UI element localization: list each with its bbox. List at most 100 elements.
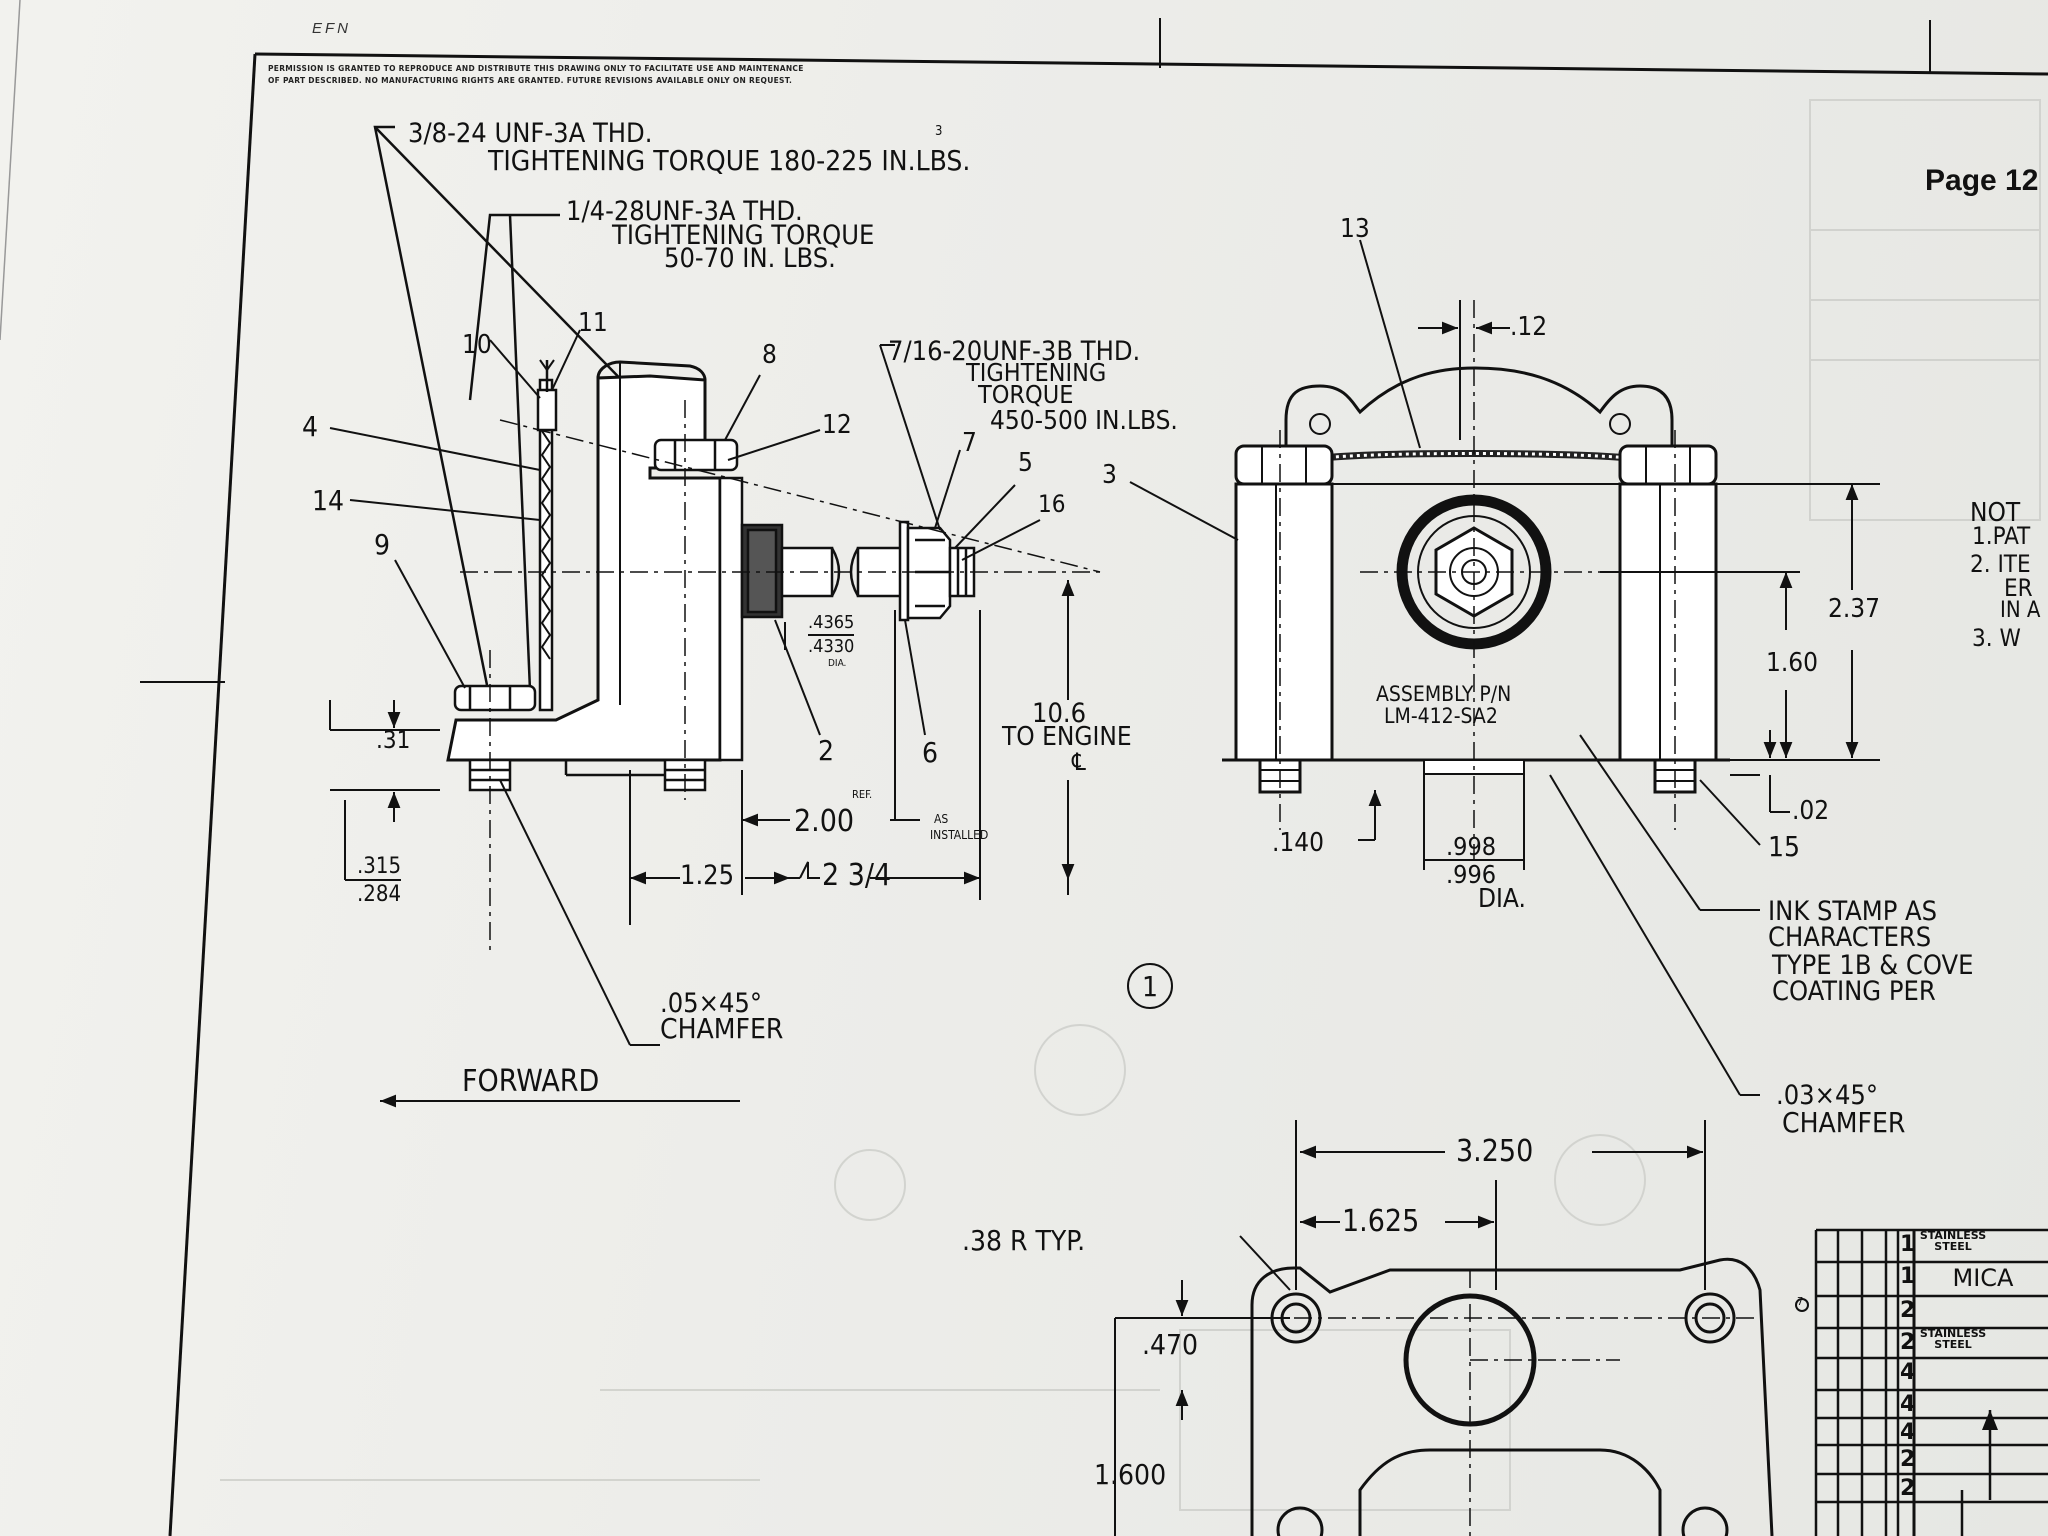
materials-qty: 4: [1900, 1392, 1916, 1417]
callout-16: 16: [1038, 490, 1066, 518]
centerline-symbol: ℄: [1072, 748, 1086, 776]
notice-line-2: OF PART DESCRIBED. NO MANUFACTURING RIGH…: [268, 76, 793, 85]
dim-237: 2.37: [1828, 594, 1881, 624]
ink-stamp-line-1: INK STAMP AS: [1768, 896, 1938, 927]
circle-note-3: 3: [935, 124, 943, 139]
thread-14-label: 1/4-28UNF-3A THD.: [566, 196, 803, 227]
dim-125: 1.25: [680, 860, 735, 891]
torque-14-label-b: 50-70 IN. LBS.: [664, 243, 836, 274]
shaft-dia-label: DIA.: [828, 658, 847, 669]
materials-row: 2: [1886, 1474, 2048, 1502]
callout-5: 5: [1018, 448, 1033, 478]
dia-996: .996: [1446, 860, 1497, 889]
materials-qty: 2: [1900, 1447, 1916, 1472]
note-1: 1.PAT: [1972, 522, 2031, 550]
callout-11: 11: [578, 308, 608, 338]
ref-label: REF.: [852, 788, 873, 801]
radius-label: .38 R TYP.: [962, 1224, 1086, 1257]
page-number: Page 12: [1925, 164, 2039, 197]
materials-row: 1 MICA: [1886, 1262, 2048, 1296]
note-2b: ER: [2004, 574, 2033, 602]
dia-label: DIA.: [1478, 884, 1526, 914]
materials-qty: 2: [1900, 1476, 1916, 1501]
shaft-dia-upper: .4365: [808, 612, 855, 636]
callout-9: 9: [374, 528, 391, 561]
callout-2: 2: [818, 734, 835, 767]
dim-470: .470: [1142, 1328, 1199, 1361]
dim-140: .140: [1272, 828, 1325, 858]
materials-qty: 2: [1900, 1330, 1916, 1355]
callout-13: 13: [1340, 214, 1370, 244]
dim-234: 2 3/4: [822, 858, 892, 893]
materials-qty: 1: [1900, 1264, 1916, 1289]
assembly-pn-value: LM-412-SA2: [1384, 704, 1498, 728]
callout-4: 4: [302, 410, 319, 443]
dim-315: .315: [357, 854, 402, 881]
forward-label: FORWARD: [462, 1064, 600, 1099]
installed-label: INSTALLED: [930, 828, 989, 842]
permission-notice: PERMISSION IS GRANTED TO REPRODUCE AND D…: [268, 63, 1028, 87]
torque-716-label-c: 450-500 IN.LBS.: [990, 406, 1178, 436]
callout-7: 7: [962, 428, 977, 458]
materials-row: 2: [1886, 1445, 2048, 1474]
callout-6: 6: [922, 736, 939, 769]
materials-row: 4: [1886, 1358, 2048, 1390]
materials-row: 2: [1886, 1296, 2048, 1328]
callout-15: 15: [1768, 830, 1801, 863]
assembly-pn-label: ASSEMBLY P/N: [1376, 682, 1512, 706]
dim-3250: 3.250: [1456, 1134, 1534, 1169]
as-label: AS: [934, 812, 949, 826]
materials-qty: 2: [1900, 1298, 1916, 1323]
materials-name: STAINLESS STEEL: [1919, 1327, 1987, 1351]
torque-14-label-a: TIGHTENING TORQUE: [612, 220, 875, 251]
shaft-dia-lower: .4330: [808, 636, 855, 657]
callout-8: 8: [762, 340, 777, 370]
materials-qty: 4: [1900, 1360, 1916, 1385]
note-3: 3. W: [1972, 624, 2021, 652]
thread-38-label: 3/8-24 UNF-3A THD.: [408, 118, 653, 149]
callout-10: 10: [462, 330, 492, 360]
callout-12: 12: [822, 410, 852, 440]
thread-716-label: 7/16-20UNF-3B THD.: [888, 336, 1141, 367]
note-2c: IN A: [2000, 598, 2041, 623]
chamfer-03-label-b: CHAMFER: [1782, 1106, 1906, 1139]
torque-716-label-b: TORQUE: [978, 380, 1074, 409]
ink-stamp-line-2: CHARACTERS: [1768, 922, 1932, 953]
chamfer-05-label-a: .05×45°: [660, 988, 763, 1019]
notice-line-1: PERMISSION IS GRANTED TO REPRODUCE AND D…: [268, 64, 804, 73]
notes-title: NOT: [1970, 498, 2021, 528]
materials-qty: 4: [1900, 1420, 1916, 1445]
dim-284: .284: [357, 882, 402, 907]
torque-716-label-a: TIGHTENING: [966, 358, 1107, 387]
callout-3: 3: [1102, 460, 1117, 490]
torque-38-label: TIGHTENING TORQUE 180-225 IN.LBS.: [488, 144, 971, 177]
dim-106: 10.6: [1032, 698, 1087, 729]
view-number-1: 1: [1142, 970, 1159, 1003]
efn-mark: EFN: [312, 20, 351, 37]
dim-160: 1.60: [1766, 648, 1819, 678]
dim-12: .12: [1510, 312, 1548, 342]
chamfer-03-label-a: .03×45°: [1776, 1080, 1879, 1111]
materials-name: MICA: [1952, 1264, 2014, 1292]
dim-1600: 1.600: [1094, 1458, 1167, 1491]
dim-200: 2.00: [794, 804, 855, 839]
chamfer-05-label-b: CHAMFER: [660, 1012, 784, 1045]
ink-stamp-line-4: COATING PER: [1772, 976, 1936, 1007]
note-2a: 2. ITE: [1970, 550, 2031, 578]
dia-998: .998: [1446, 832, 1497, 861]
to-engine-label: TO ENGINE: [1002, 722, 1132, 752]
materials-qty: 1: [1900, 1232, 1916, 1257]
dim-31: .31: [376, 726, 411, 754]
ink-stamp-line-3: TYPE 1B & COVE: [1772, 950, 1974, 981]
circle-note-7: 7: [1797, 1295, 1804, 1308]
callout-14: 14: [312, 484, 345, 517]
materials-row: 4: [1886, 1390, 2048, 1418]
dim-02: .02: [1792, 796, 1830, 826]
dim-1625: 1.625: [1342, 1204, 1420, 1239]
materials-name: STAINLESS STEEL: [1919, 1229, 1987, 1253]
